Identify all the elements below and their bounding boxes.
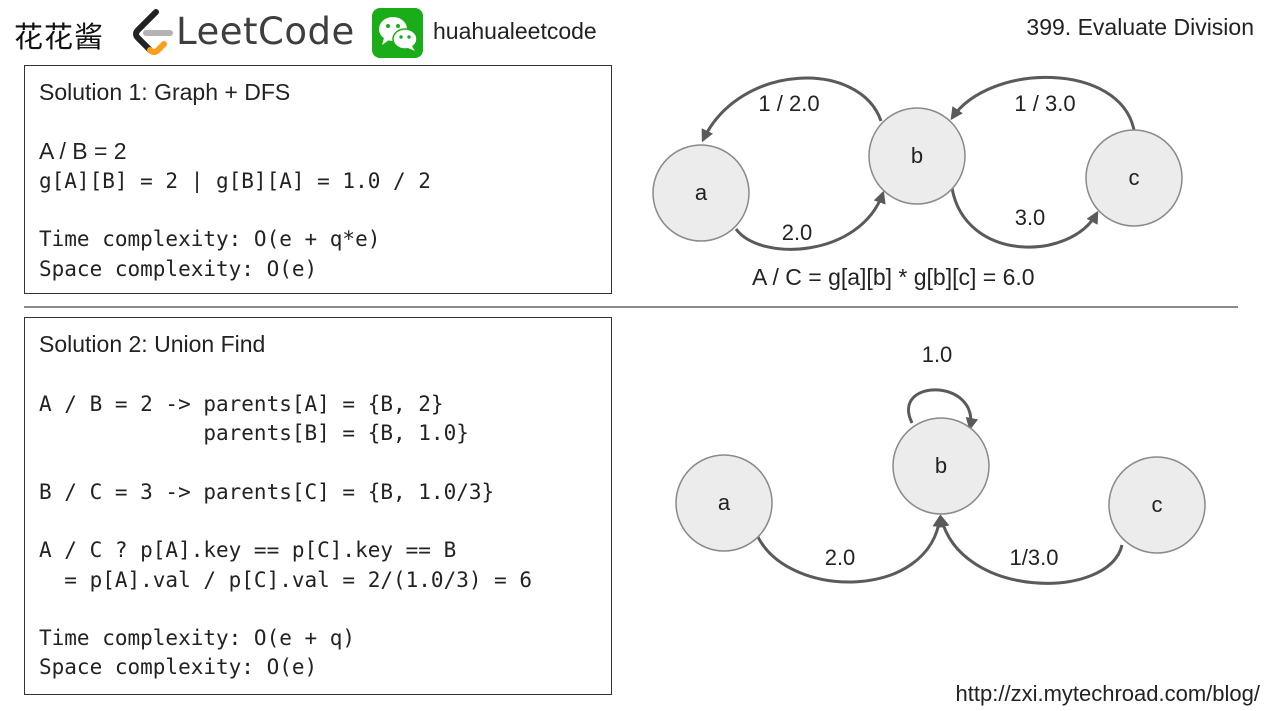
solution2-line1: A / B = 2 -> parents[A] = {B, 2} [39, 392, 444, 416]
solution2-box: Solution 2: Union Find A / B = 2 -> pare… [24, 317, 612, 695]
graph1-edge-label-b-to-a: 1 / 2.0 [758, 91, 819, 116]
graph2-edge-label-c-to-b: 1/3.0 [1010, 545, 1059, 570]
graph2-edge-a-to-b [756, 514, 946, 584]
graph1-edge-b-to-c [950, 187, 1099, 249]
graph2-node-a [675, 454, 773, 552]
graph1-edge-c-to-b [950, 75, 1136, 131]
solution2-space-complexity: Space complexity: O(e) [39, 655, 318, 679]
solution1-box: Solution 1: Graph + DFS A / B = 2 g[A][B… [24, 65, 612, 294]
graph1-edge-label-a-to-b: 2.0 [782, 220, 813, 245]
solution2-line2: parents[B] = {B, 1.0} [39, 421, 469, 445]
solution2-line3: B / C = 3 -> parents[C] = {B, 1.0/3} [39, 480, 495, 504]
graph1-node-b-label: b [911, 143, 923, 168]
problem-title: 399. Evaluate Division [1026, 14, 1254, 40]
graph1-node-c [1085, 129, 1183, 227]
graph2-node-b-label: b [935, 453, 947, 478]
wechat-icon [372, 8, 423, 58]
solution1-space-complexity: Space complexity: O(e) [39, 257, 318, 281]
graph2-node-c-label: c [1152, 492, 1163, 517]
graph2-node-a-label: a [718, 490, 731, 515]
graph2-node-b [892, 417, 990, 515]
graph1-edge-a-to-b [734, 190, 886, 251]
graph1-node-a [652, 144, 750, 242]
solution2-title: Solution 2: Union Find [39, 331, 266, 357]
solution1-equation: A / B = 2 [39, 138, 127, 164]
solution1-graph-line: g[A][B] = 2 | g[B][A] = 1.0 / 2 [39, 169, 431, 193]
graph2-edge-label-a-to-b: 2.0 [825, 545, 856, 570]
solution2-line5: = p[A].val / p[C].val = 2/(1.0/3) = 6 [39, 568, 533, 592]
graph2-node-c [1108, 456, 1206, 554]
solution1-title: Solution 1: Graph + DFS [39, 79, 291, 105]
graph1-node-b [868, 107, 966, 205]
graph2-edge-b-self-loop [907, 388, 979, 431]
solution1-time-complexity: Time complexity: O(e + q*e) [39, 227, 381, 251]
graph1-edge-label-c-to-b: 1 / 3.0 [1014, 91, 1075, 116]
brand-chinese-name: 花花酱 [14, 20, 105, 54]
footer-url[interactable]: http://zxi.mytechroad.com/blog/ [955, 681, 1260, 706]
solution2-time-complexity: Time complexity: O(e + q) [39, 626, 356, 650]
graph1-edge-label-b-to-c: 3.0 [1015, 205, 1046, 230]
section-divider [24, 306, 1238, 308]
solution2-line4: A / C ? p[A].key == p[C].key == B [39, 538, 457, 562]
graph1-node-a-label: a [695, 180, 708, 205]
wechat-account-id: huahualeetcode [433, 18, 597, 44]
leetcode-wordmark: LeetCode [176, 10, 355, 53]
graph2-edge-c-to-b [937, 514, 1124, 585]
graph1-node-c-label: c [1129, 165, 1140, 190]
graph1-formula: A / C = g[a][b] * g[b][c] = 6.0 [752, 264, 1035, 290]
graph2-edge-label-b-self: 1.0 [922, 342, 953, 367]
graph1-edge-b-to-a [701, 76, 883, 143]
leetcode-logo-icon [133, 9, 173, 55]
